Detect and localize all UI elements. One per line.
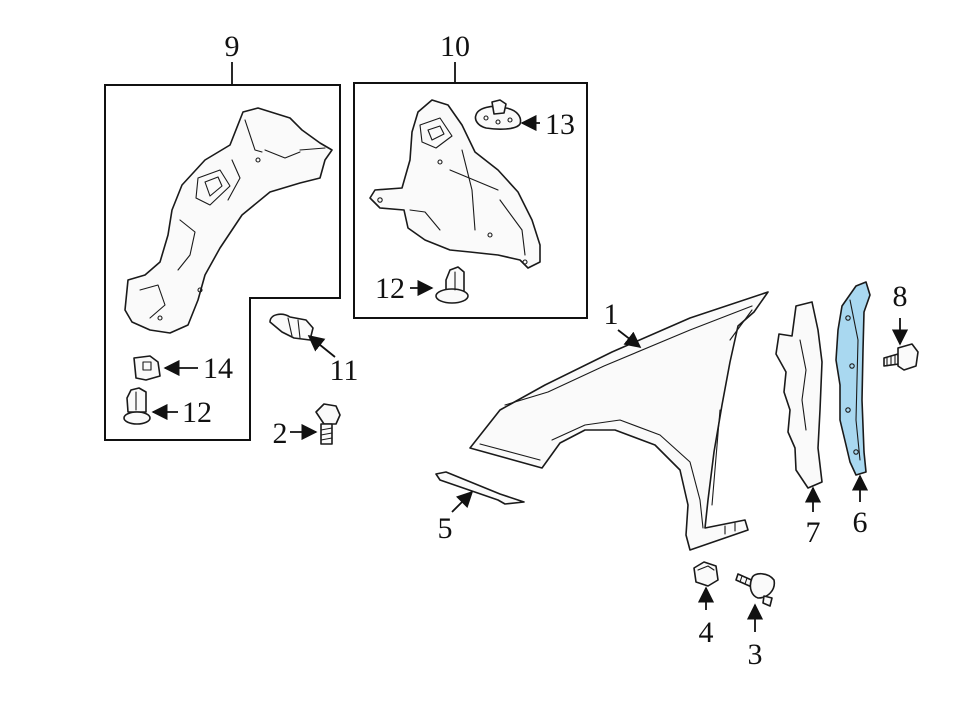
leader-11 — [307, 334, 336, 358]
callout-4: 4 — [699, 616, 714, 649]
callout-1: 1 — [604, 298, 619, 331]
bolt-part-8[interactable] — [883, 343, 919, 371]
bolt-part-2[interactable] — [315, 403, 341, 445]
callout-10: 10 — [440, 30, 470, 63]
callout-2: 2 — [273, 417, 288, 450]
front-fender-part[interactable] — [469, 291, 769, 551]
fender-liner-part[interactable] — [124, 107, 333, 334]
group-box-9 — [104, 62, 341, 441]
callout-8: 8 — [893, 280, 908, 313]
leader-1 — [617, 329, 642, 348]
molding-strip-part[interactable] — [435, 471, 525, 505]
nut-part-4[interactable] — [693, 561, 719, 587]
push-clip-part-lower[interactable] — [123, 387, 151, 425]
callout-7: 7 — [806, 516, 821, 549]
rear-liner-part[interactable] — [369, 99, 541, 269]
nut-clip-part[interactable] — [133, 355, 161, 381]
bracket-highlight-fill — [835, 281, 871, 476]
callout-12-upper: 12 — [375, 272, 405, 305]
callout-14: 14 — [203, 352, 233, 385]
bracket-part-highlighted[interactable] — [835, 281, 871, 476]
callout-5: 5 — [438, 512, 453, 545]
callout-11: 11 — [330, 354, 359, 387]
callout-12-lower: 12 — [182, 396, 212, 429]
flange-clip-part[interactable] — [474, 99, 522, 130]
insulator-part[interactable] — [775, 301, 823, 489]
leader-5 — [451, 490, 474, 513]
stud-part-3[interactable] — [735, 572, 776, 607]
callout-3: 3 — [748, 638, 763, 671]
callout-13: 13 — [545, 108, 575, 141]
callout-9: 9 — [225, 30, 240, 63]
callout-6: 6 — [853, 506, 868, 539]
clip-part-11[interactable] — [269, 313, 314, 341]
push-clip-part-upper[interactable] — [435, 266, 469, 304]
group-box-10 — [353, 62, 588, 319]
